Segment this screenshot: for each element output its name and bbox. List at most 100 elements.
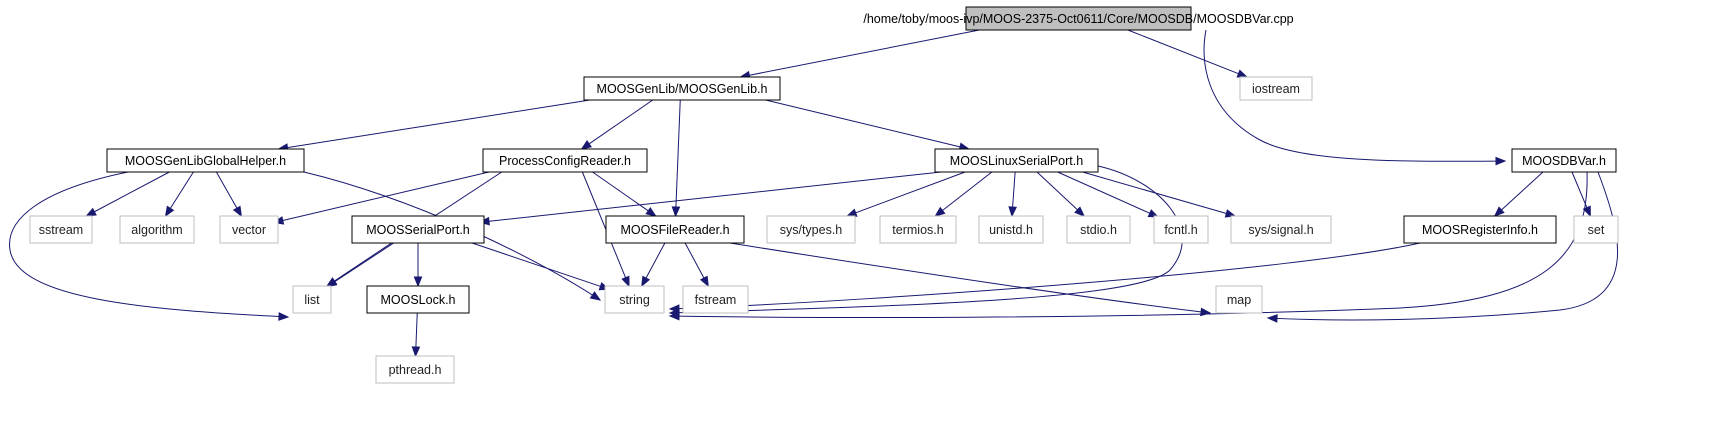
edge-line	[765, 99, 962, 148]
node-box	[766, 215, 856, 244]
node-box	[1573, 215, 1619, 244]
node-box	[219, 215, 279, 244]
node-label: iostream	[1252, 82, 1300, 96]
node-label: sstream	[39, 223, 83, 237]
edge-globalhelper-to-vector	[215, 171, 243, 218]
node-box	[482, 148, 648, 173]
node-fstream: fstream	[682, 285, 749, 314]
edge-line	[487, 171, 942, 222]
edge-line	[1203, 29, 1506, 162]
edge-genlib-to-configreader	[580, 99, 654, 150]
arrowhead	[1236, 69, 1249, 78]
node-label: termios.h	[892, 223, 943, 237]
edge-line	[169, 171, 194, 210]
node-configreader[interactable]: ProcessConfigReader.h	[482, 148, 648, 173]
edge-filereader-to-fstream	[684, 242, 709, 288]
node-linuxserial[interactable]: MOOSLinuxSerialPort.h	[934, 148, 1099, 173]
node-box	[879, 215, 957, 244]
arrowhead	[621, 275, 630, 288]
nodes-layer: /home/toby/moos-ivp/MOOS-2375-Oct0611/Co…	[29, 6, 1619, 384]
edge-line	[587, 99, 654, 145]
node-label: unistd.h	[989, 223, 1033, 237]
node-box	[978, 215, 1044, 244]
node-label: vector	[232, 223, 266, 237]
node-box	[1403, 215, 1557, 244]
edge-line	[93, 171, 170, 213]
edge-line	[669, 165, 1183, 314]
node-label: pthread.h	[389, 363, 442, 377]
node-box	[351, 215, 485, 244]
arrowhead	[1074, 206, 1086, 217]
node-sstream: sstream	[29, 215, 93, 244]
arrowhead	[641, 275, 651, 288]
arrowhead	[589, 291, 602, 301]
node-box	[1230, 215, 1332, 244]
node-box	[292, 285, 332, 314]
edge-main-to-iostream	[1127, 29, 1249, 78]
edge-linuxserial-to-systypes	[845, 171, 966, 217]
node-registerinfo[interactable]: MOOSRegisterInfo.h	[1403, 215, 1557, 244]
node-main[interactable]: /home/toby/moos-ivp/MOOS-2375-Oct0611/Co…	[863, 6, 1294, 31]
arrowhead	[668, 311, 680, 321]
node-dbvar[interactable]: MOOSDBVar.h	[1511, 148, 1617, 173]
node-label: fcntl.h	[1164, 223, 1197, 237]
node-label: MOOSSerialPort.h	[366, 223, 470, 237]
node-serialport[interactable]: MOOSSerialPort.h	[351, 215, 485, 244]
arrowhead	[1008, 206, 1017, 218]
edge-line	[281, 171, 490, 222]
edge-globalhelper-to-algorithm	[164, 171, 194, 218]
node-map: map	[1215, 285, 1263, 314]
edge-line	[9, 171, 289, 318]
edge-genlib-to-linuxserial	[765, 99, 971, 151]
node-unistd: unistd.h	[978, 215, 1044, 244]
edge-line	[1012, 171, 1016, 209]
node-genlib[interactable]: MOOSGenLib/MOOSGenLib.h	[583, 76, 781, 101]
edge-line	[1036, 171, 1079, 211]
edge-line	[669, 171, 1588, 319]
edge-line	[669, 242, 1421, 310]
edge-linuxserial-to-unistd	[1008, 171, 1017, 218]
arrowhead	[232, 205, 243, 218]
node-box	[29, 215, 93, 244]
node-label: fstream	[695, 293, 737, 307]
edge-dbvar-to-registerinfo	[1493, 171, 1544, 217]
arrowhead	[85, 207, 97, 217]
arrowhead	[164, 205, 175, 218]
edge-line	[471, 242, 602, 288]
arrowhead	[671, 206, 681, 218]
arrowhead	[1224, 209, 1237, 218]
node-syssignal: sys/signal.h	[1230, 215, 1332, 244]
edge-line	[941, 171, 993, 212]
node-termios: termios.h	[879, 215, 957, 244]
edge-linuxserial-to-syssignal	[1082, 171, 1237, 218]
node-box	[1153, 215, 1209, 244]
node-globalhelper[interactable]: MOOSGenLibGlobalHelper.h	[106, 148, 305, 173]
edge-main-to-genlib	[739, 29, 980, 80]
edge-dbvar-to-set	[1571, 171, 1591, 218]
node-string: string	[604, 285, 665, 314]
edge-line	[1571, 171, 1588, 209]
edge-globalhelper-to-list	[9, 171, 290, 321]
arrowhead	[645, 207, 657, 217]
node-label: sys/types.h	[780, 223, 843, 237]
edge-filereader-to-map	[729, 242, 1212, 317]
edge-main-to-dbvar	[1203, 29, 1507, 166]
edge-linuxserial-to-fcntl	[1057, 171, 1160, 218]
arrowhead	[413, 276, 423, 288]
node-label: string	[619, 293, 650, 307]
node-label: MOOSLinuxSerialPort.h	[950, 154, 1083, 168]
node-box	[366, 285, 470, 314]
node-label: sys/signal.h	[1248, 223, 1313, 237]
edge-serialport-to-list	[325, 242, 392, 287]
node-label: /home/toby/moos-ivp/MOOS-2375-Oct0611/Co…	[863, 12, 1293, 26]
node-box	[1239, 76, 1313, 101]
node-box	[1066, 215, 1131, 244]
edge-line	[748, 29, 980, 76]
node-label: map	[1227, 293, 1251, 307]
edge-line	[215, 171, 238, 210]
node-lock[interactable]: MOOSLock.h	[366, 285, 470, 314]
node-filereader[interactable]: MOOSFileReader.h	[605, 215, 745, 244]
edge-line	[729, 242, 1211, 314]
node-label: MOOSGenLib/MOOSGenLib.h	[597, 82, 768, 96]
